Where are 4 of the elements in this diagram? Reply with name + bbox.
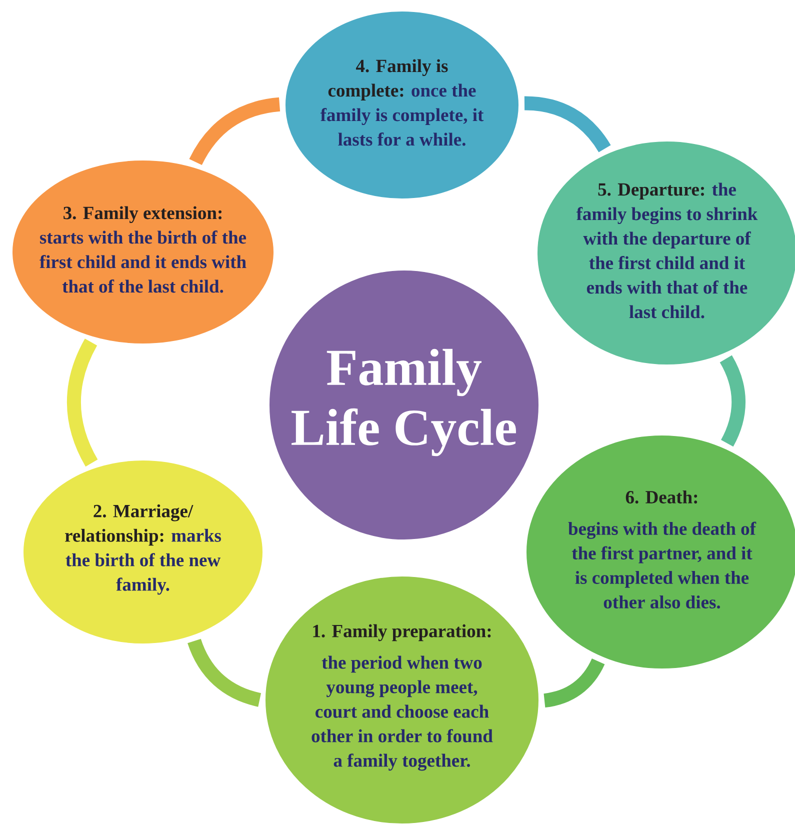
arc-connector xyxy=(66,338,98,466)
arc-connector xyxy=(524,96,611,152)
arc-connector xyxy=(189,97,280,166)
arc-connector xyxy=(188,638,262,707)
